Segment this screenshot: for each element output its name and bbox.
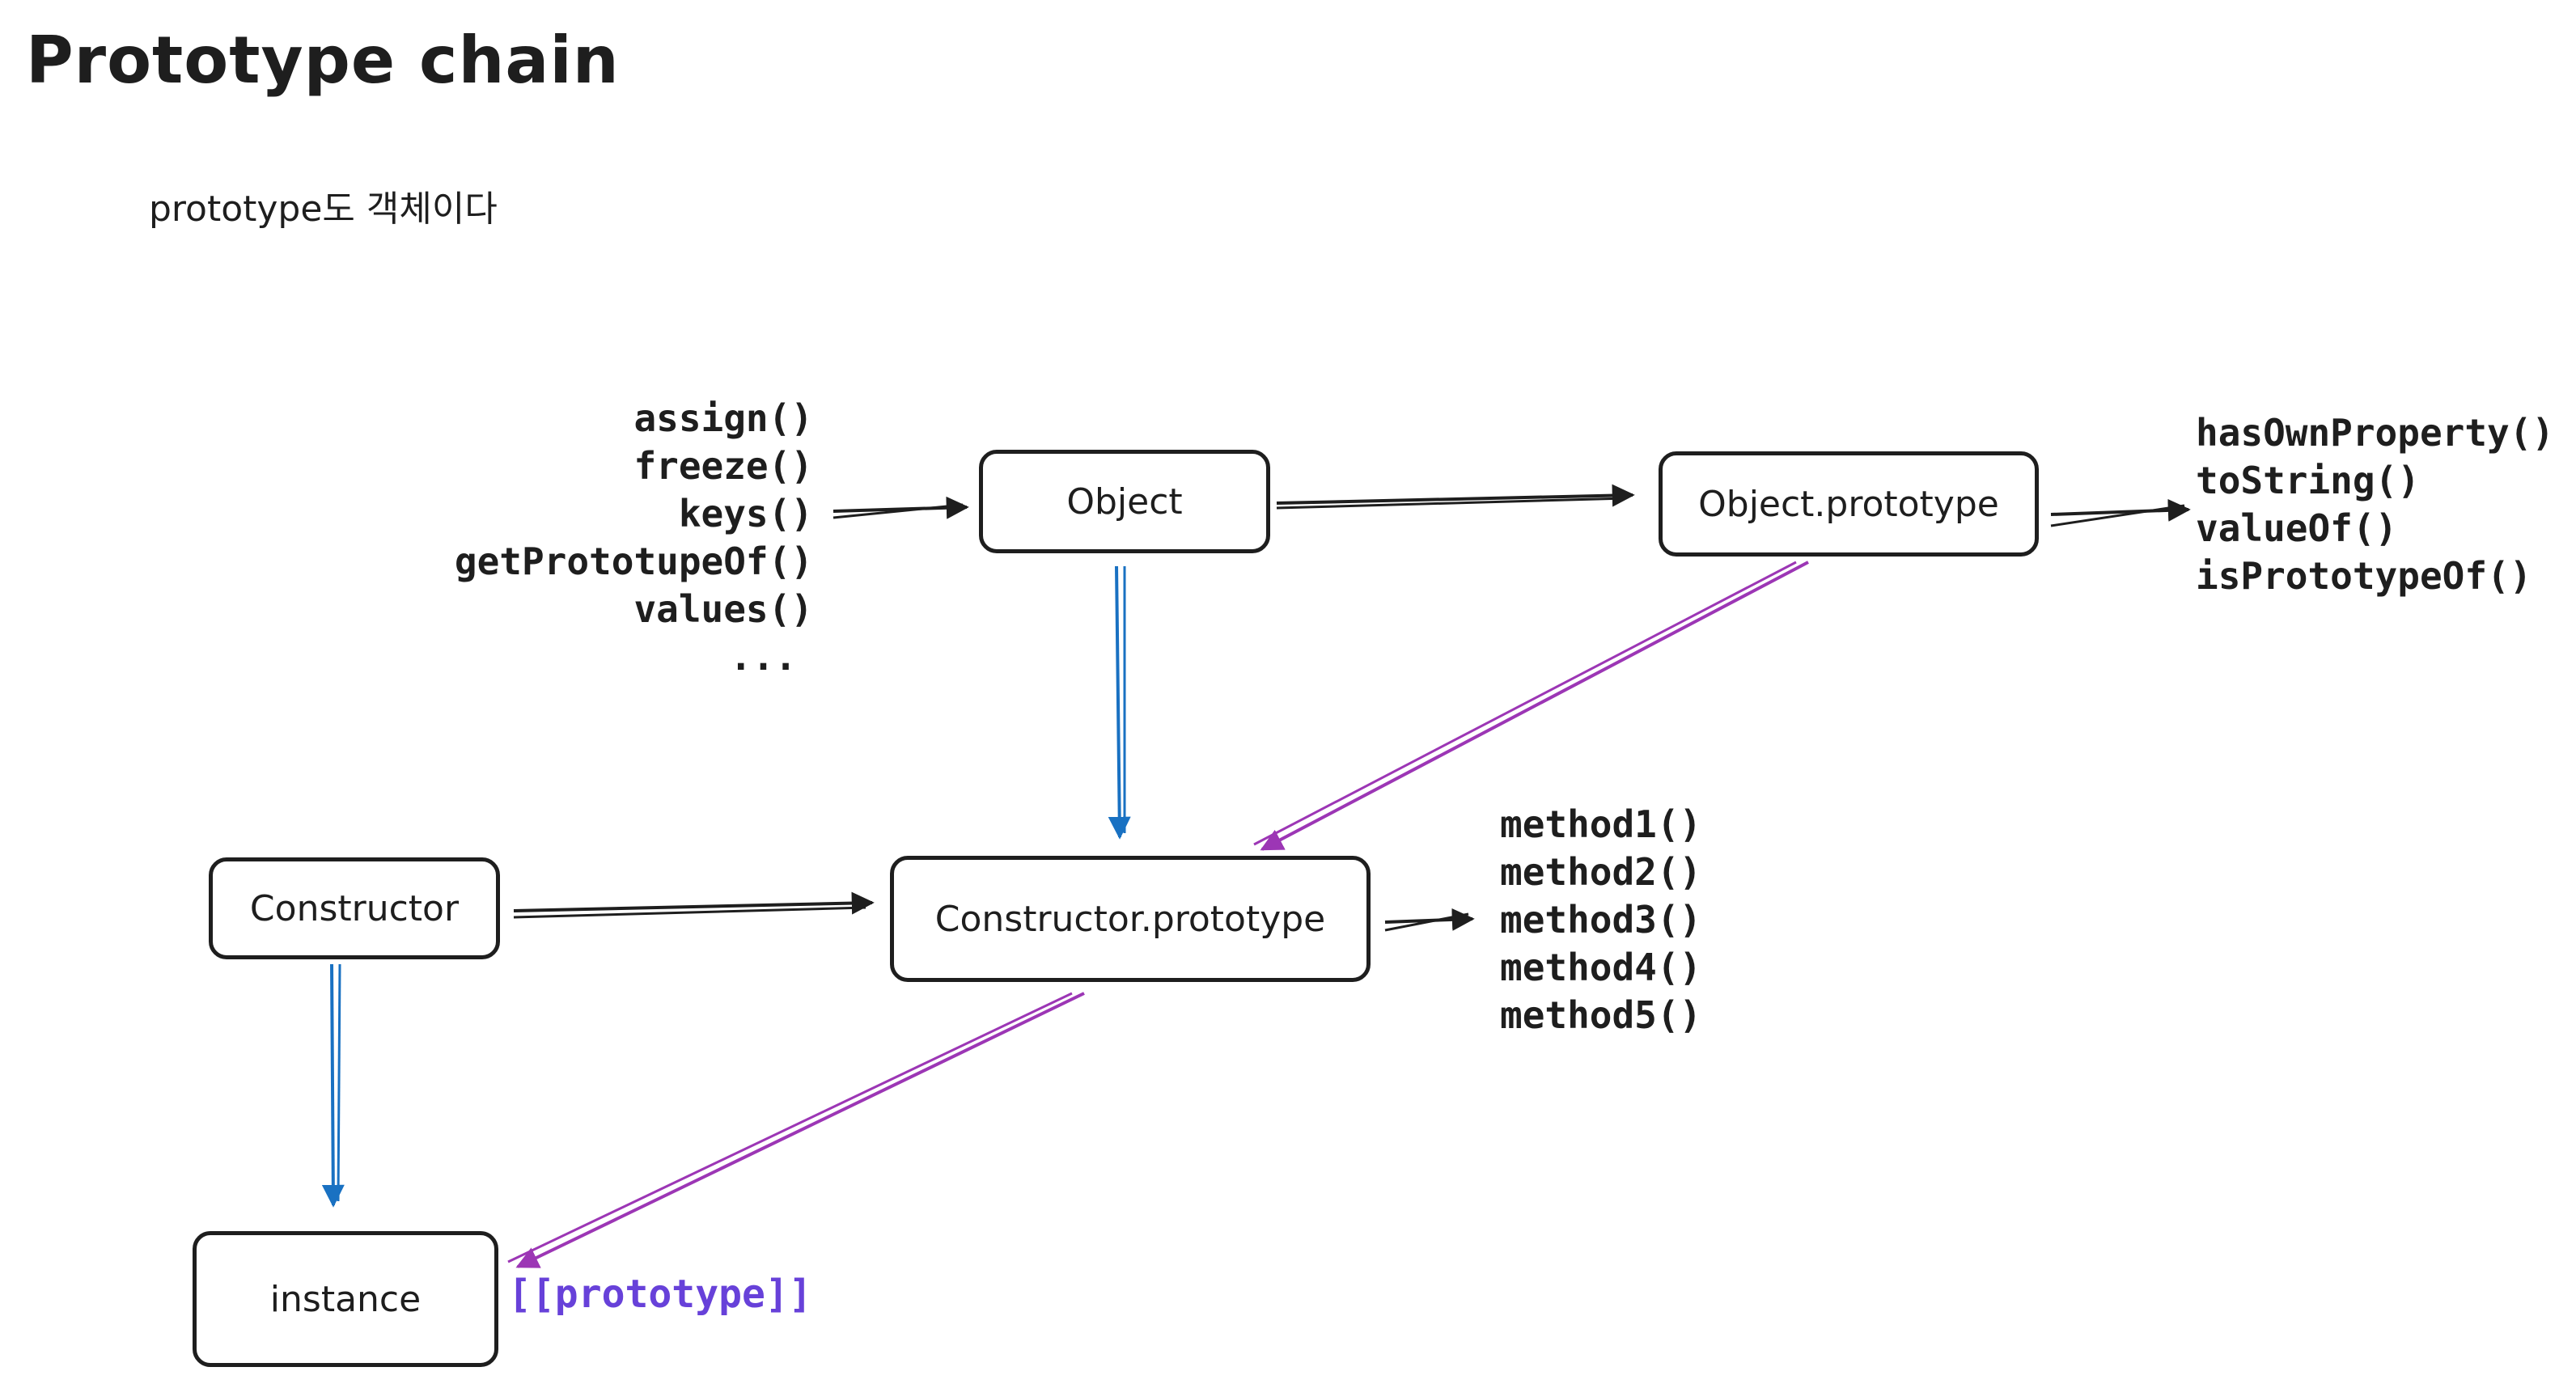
node-constructor: Constructor — [209, 857, 500, 959]
object-prototype-method: hasOwnProperty() — [2196, 411, 2555, 455]
constructor-prototype-method: method5() — [1500, 993, 1702, 1037]
arrow-object-prototype-to-methods — [2050, 498, 2191, 527]
node-instance-label: instance — [269, 1278, 422, 1320]
arrow-object-to-object-prototype — [1276, 484, 1635, 510]
node-constructor-label: Constructor — [249, 887, 460, 929]
object-method: assign() — [633, 396, 813, 440]
object-prototype-methods-list: hasOwnProperty() toString() valueOf() is… — [2196, 409, 2554, 600]
prototype-link-label: [[prototype]] — [508, 1272, 812, 1317]
object-prototype-method: toString() — [2196, 459, 2420, 502]
arrow-constructor-to-instance — [321, 963, 345, 1208]
node-object-label: Object — [1066, 480, 1183, 523]
node-object-prototype: Object.prototype — [1659, 451, 2039, 557]
constructor-prototype-methods-list: method1() method2() method3() method4() … — [1500, 801, 1701, 1039]
constructor-prototype-method: method2() — [1500, 850, 1702, 894]
node-object: Object — [979, 450, 1270, 553]
page-title: Prototype chain — [26, 23, 620, 98]
arrow-methods-to-object — [833, 496, 969, 519]
constructor-prototype-method: method1() — [1500, 802, 1702, 846]
arrow-object-prototype-to-constructor-prototype — [1253, 561, 1809, 851]
object-prototype-method: valueOf() — [2196, 506, 2398, 550]
object-method: ... — [729, 635, 797, 679]
page-subtitle: prototype도 객체이다 — [149, 188, 498, 230]
object-method: freeze() — [633, 444, 813, 488]
object-method: keys() — [678, 492, 813, 535]
arrow-object-to-constructor-prototype — [1108, 565, 1131, 840]
node-constructor-prototype: Constructor.prototype — [890, 856, 1371, 982]
node-constructor-prototype-label: Constructor.prototype — [934, 898, 1326, 940]
constructor-prototype-method: method3() — [1500, 898, 1702, 942]
arrow-constructor-prototype-to-instance — [507, 992, 1085, 1268]
constructor-prototype-method: method4() — [1500, 946, 1702, 989]
object-method: values() — [633, 587, 813, 631]
object-prototype-method: isPrototypeOf() — [2196, 554, 2532, 598]
arrow-constructor-to-constructor-prototype — [513, 891, 875, 919]
arrow-constructor-prototype-to-methods — [1384, 908, 1475, 932]
object-methods-list: assign() freeze() keys() getPrototupeOf(… — [421, 395, 813, 681]
node-object-prototype-label: Object.prototype — [1698, 483, 1999, 525]
node-instance: instance — [193, 1231, 498, 1367]
object-method: getPrototupeOf() — [454, 540, 813, 583]
